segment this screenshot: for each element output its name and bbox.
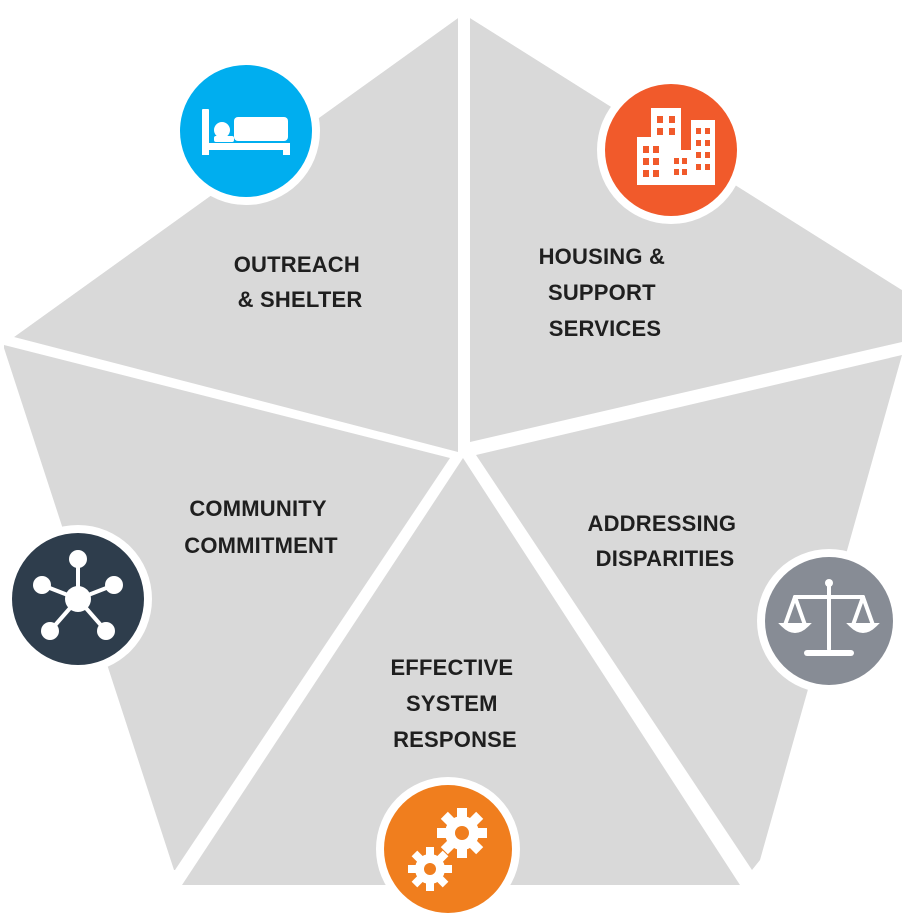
scales-icon-badge [757,549,901,693]
label-housing-support-services: HOUSING & SUPPORT SERVICES [539,244,672,341]
scales-icon [778,579,880,656]
icons [4,57,901,913]
gears-icon-badge [376,777,520,913]
bed-icon-badge [172,57,320,205]
label-outreach-shelter: OUTREACH & SHELTER [234,252,367,312]
network-icon [33,550,123,640]
label-addressing-disparities: ADDRESSING DISPARITIES [588,511,743,571]
segment-outreach-shelter [14,18,458,452]
bed-icon [202,109,290,155]
label-community-commitment: COMMUNITY COMMITMENT [184,496,338,558]
buildings-icon [637,108,715,185]
buildings-icon-badge [597,76,745,224]
segment-housing-support-services [470,18,902,442]
network-icon-badge [4,525,152,673]
segment-effective-system-response [182,458,740,885]
label-effective-system-response: EFFECTIVE SYSTEM RESPONSE [390,655,519,752]
labels: OUTREACH & SHELTER HOUSING & SUPPORT SER… [184,244,743,752]
